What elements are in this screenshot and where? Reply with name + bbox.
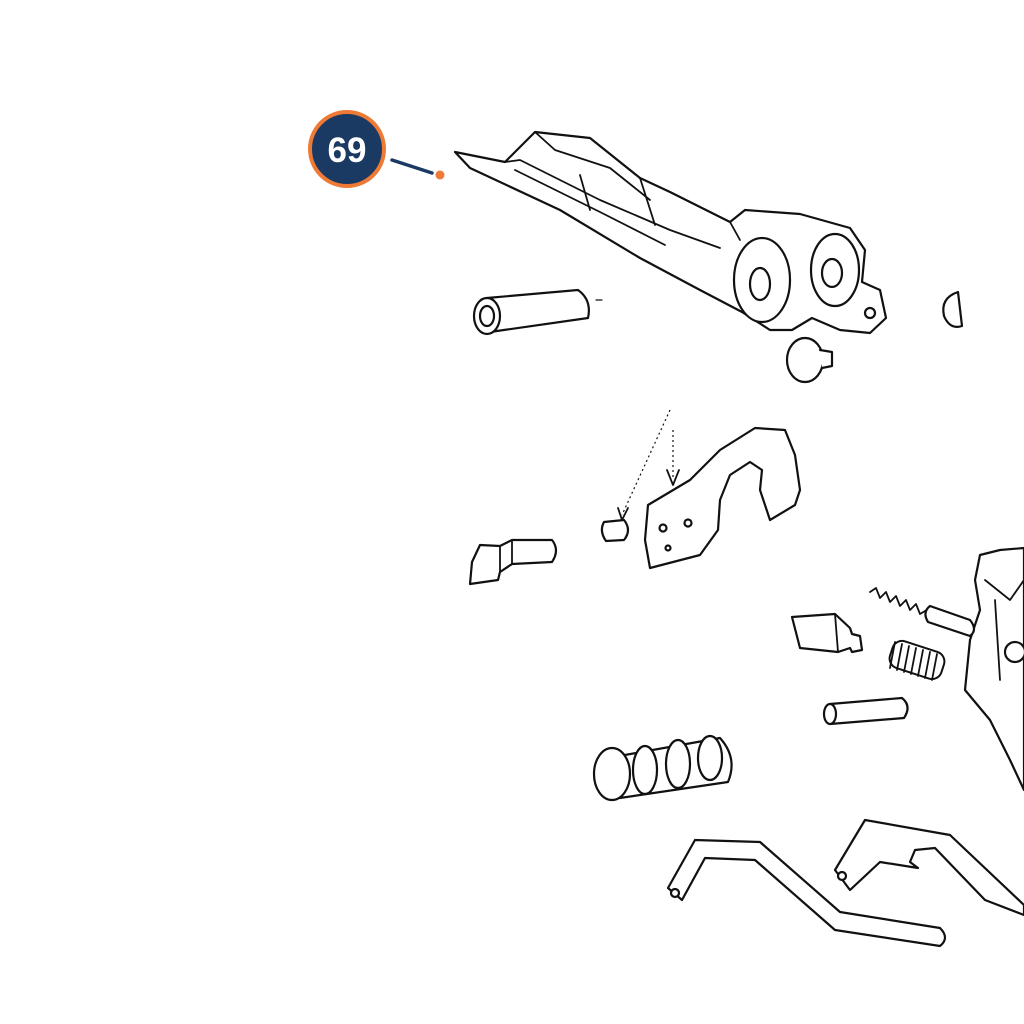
coil-spring-part[interactable] (887, 638, 947, 681)
lever-arm-part[interactable] (453, 130, 888, 335)
block-plunger-part[interactable] (790, 612, 864, 654)
d-clip-part[interactable] (942, 290, 964, 328)
small-rod-part[interactable] (924, 604, 976, 638)
housing-part[interactable] (963, 546, 1024, 792)
link-arm-left-part[interactable] (666, 838, 947, 948)
small-spring-part[interactable] (869, 587, 941, 615)
callout-leader-line (390, 158, 434, 175)
rivet-part[interactable] (785, 336, 834, 384)
small-pin-part[interactable] (600, 518, 630, 543)
hook-bracket-part[interactable] (643, 426, 802, 570)
callout-69[interactable]: 69 (308, 110, 445, 188)
sleeve-tube-part[interactable] (472, 288, 603, 336)
callout-number: 69 (328, 131, 367, 170)
segmented-bushing-part[interactable] (592, 734, 733, 802)
callout-leader-dot (435, 170, 445, 180)
clip-bolt-part[interactable] (468, 538, 558, 586)
pin-rod-part[interactable] (822, 696, 909, 726)
link-arm-right-part[interactable] (833, 818, 1024, 917)
